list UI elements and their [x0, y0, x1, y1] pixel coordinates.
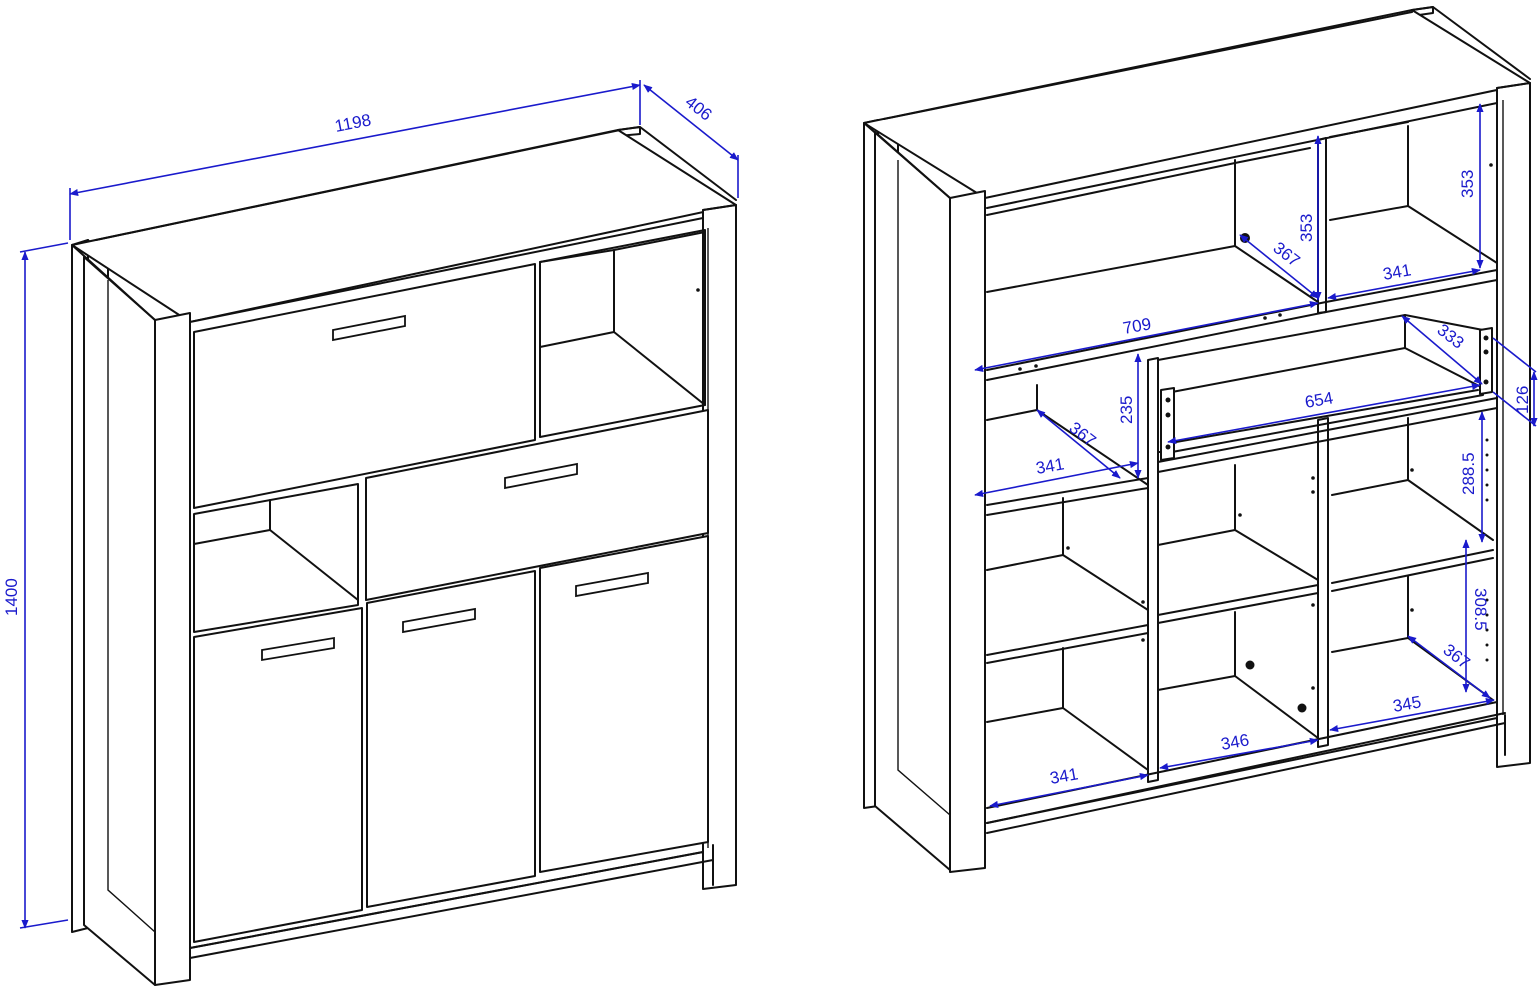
closed-dimensions: 1198 406 1400 — [2, 80, 739, 929]
dim-top-right-height: 353 — [1458, 170, 1477, 198]
closed-cabinet — [71, 126, 737, 986]
dim-right-lower-height: 308.5 — [1471, 588, 1490, 631]
dim-drawer-width: 654 — [1303, 388, 1334, 412]
dim-line-width — [69, 82, 641, 197]
dim-line-depth — [643, 84, 739, 161]
dim-top-middle-depth: 367 — [1270, 238, 1304, 270]
dim-left-shelf-depth: 367 — [1066, 418, 1100, 450]
handle-flap[interactable] — [332, 314, 406, 342]
dim-left-shelf-width: 341 — [1034, 454, 1065, 478]
dim-right-lower-depth: 367 — [1440, 640, 1474, 672]
dim-drawer-height: 126 — [1513, 386, 1532, 414]
dim-width-label: 1198 — [333, 110, 373, 136]
handle-door-right[interactable] — [575, 571, 649, 598]
dim-top-right-width: 341 — [1381, 260, 1412, 284]
open-dimensions: 353 353 367 341 709 333 126 654 235 367 … — [974, 103, 1538, 808]
dim-top-middle-height: 353 — [1297, 214, 1316, 242]
dim-bottom-right-width: 345 — [1391, 692, 1422, 716]
dim-upper-width: 709 — [1121, 314, 1152, 338]
handle-drawer[interactable] — [504, 462, 578, 490]
handle-door-left[interactable] — [261, 636, 335, 662]
dim-height-label: 1400 — [2, 578, 21, 616]
dim-right-upper-height: 288.5 — [1459, 452, 1478, 495]
dim-left-shelf-height: 235 — [1117, 396, 1136, 424]
dim-bottom-left-width: 341 — [1048, 764, 1079, 788]
dim-bottom-middle-width: 346 — [1219, 730, 1250, 754]
handle-door-middle[interactable] — [402, 607, 476, 634]
open-cabinet — [863, 6, 1531, 873]
